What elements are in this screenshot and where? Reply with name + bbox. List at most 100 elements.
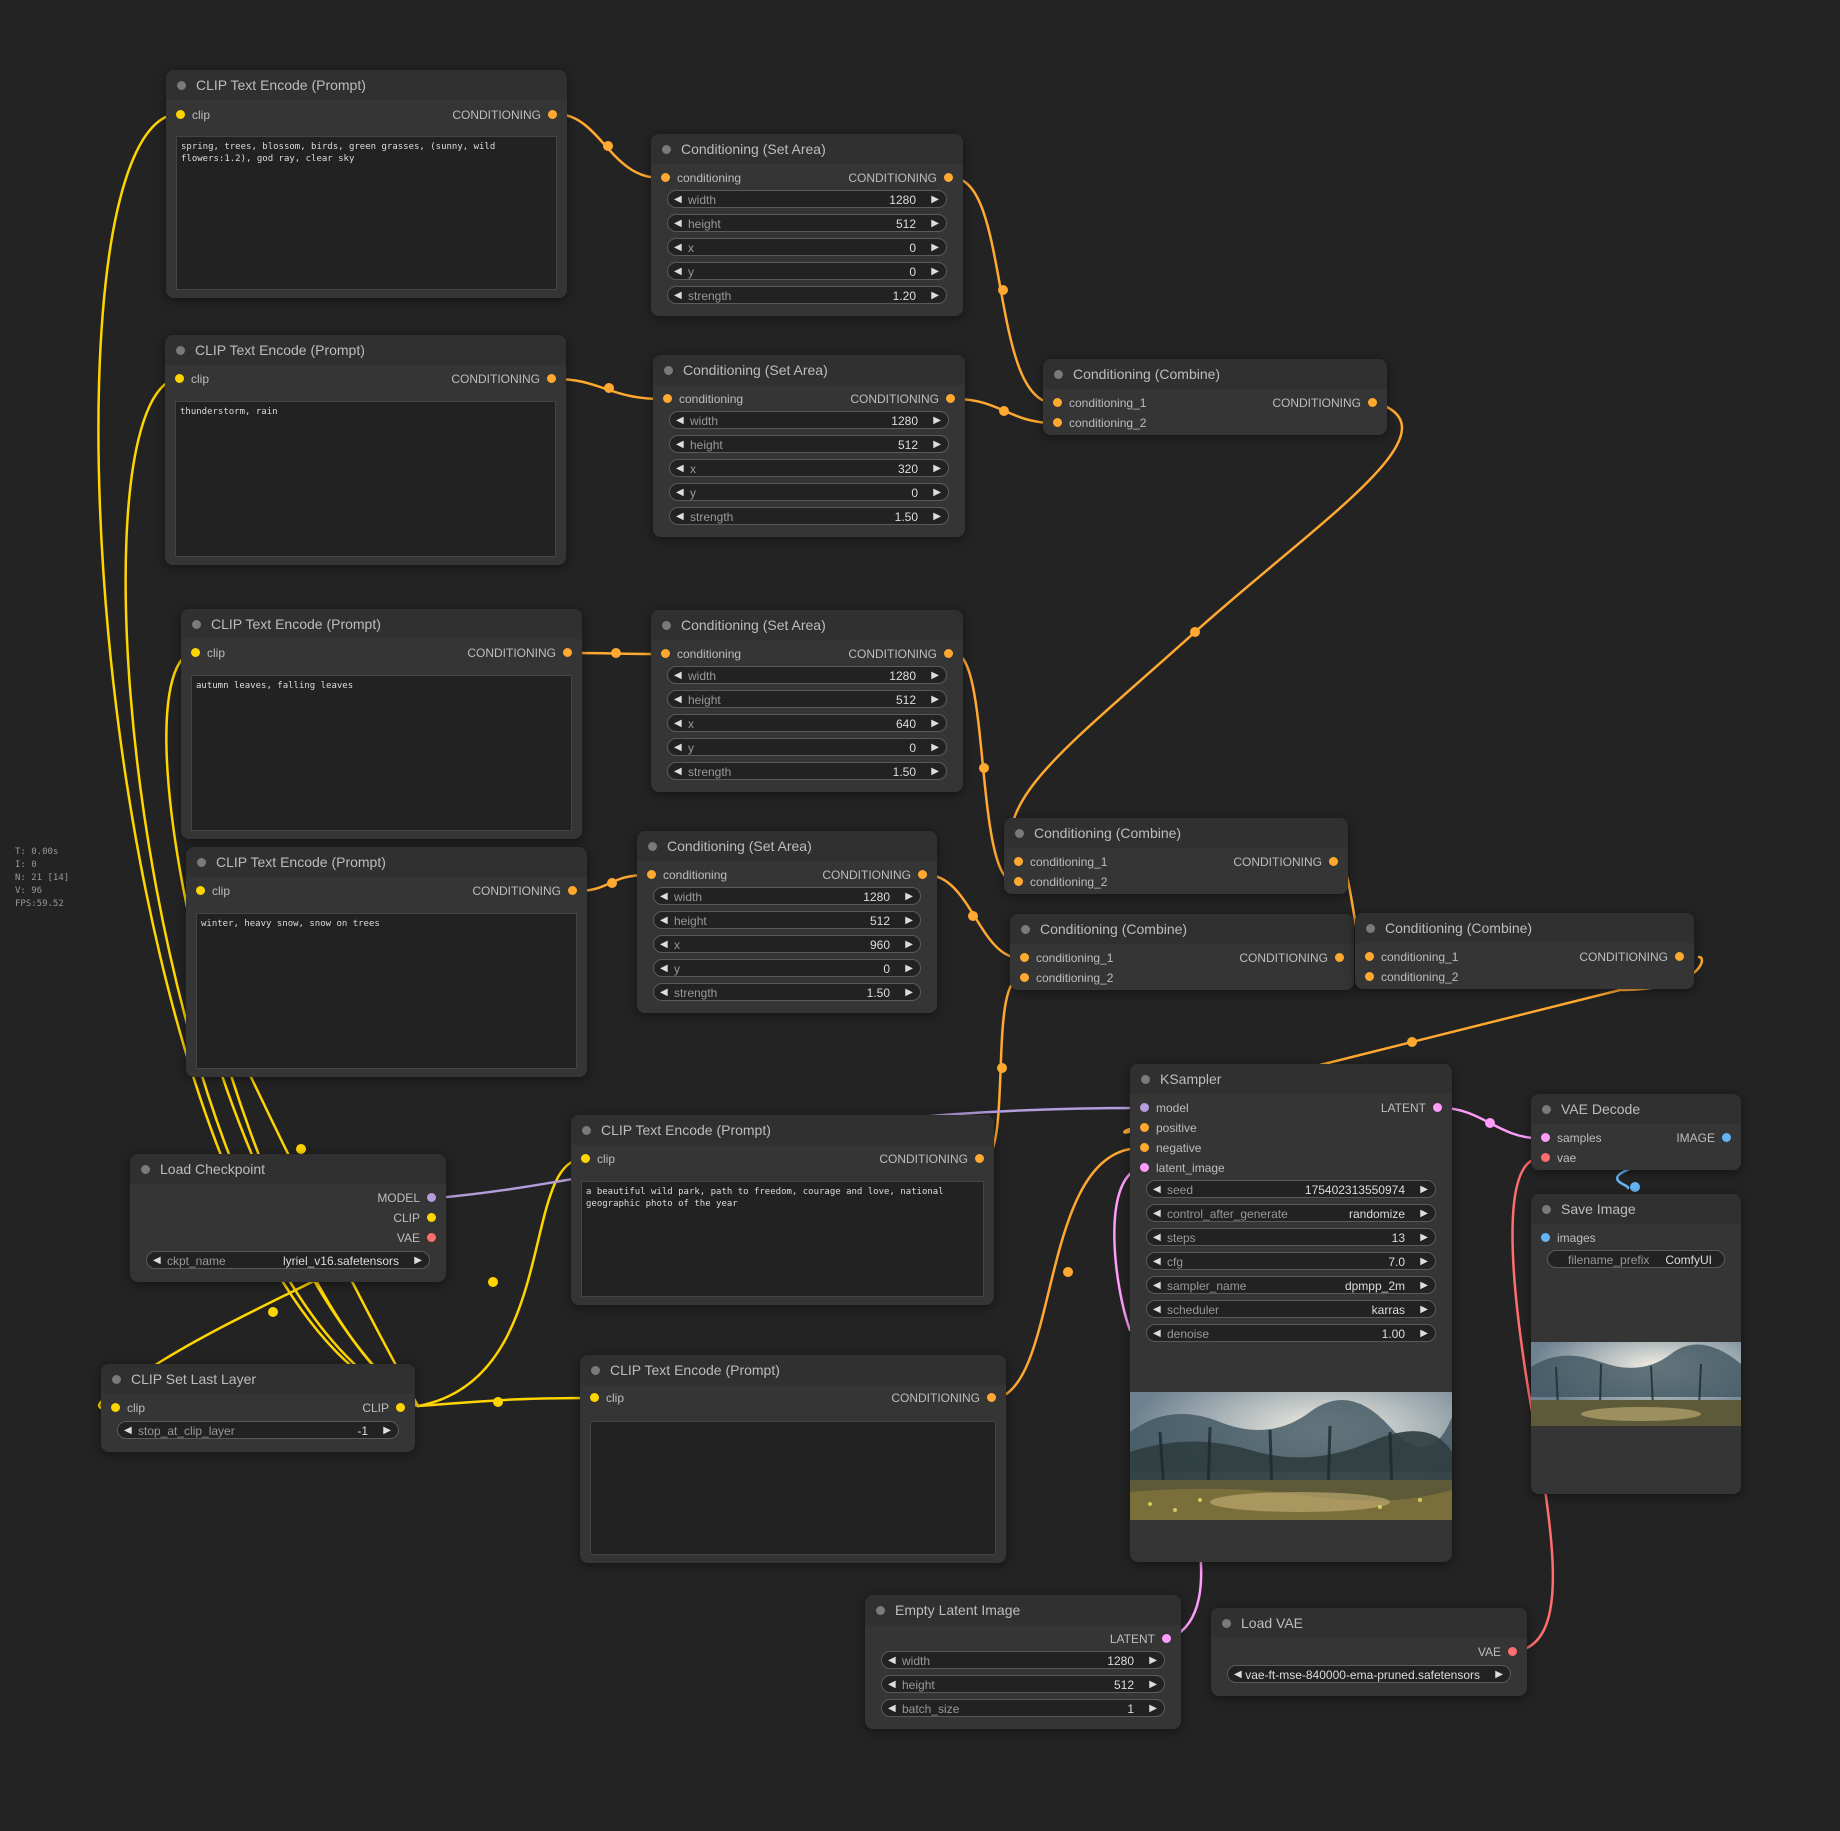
increment-arrow-icon[interactable]: ▶ bbox=[1420, 1256, 1428, 1267]
collapse-dot-icon[interactable] bbox=[662, 145, 671, 154]
node-title[interactable]: Conditioning (Combine) bbox=[1010, 914, 1354, 944]
wire-midpoint[interactable] bbox=[998, 285, 1008, 295]
slot-dot-icon[interactable] bbox=[548, 110, 557, 119]
wire-midpoint[interactable] bbox=[1190, 627, 1200, 637]
conditioning-set-area-node[interactable]: Conditioning (Set Area) conditioning CON… bbox=[651, 134, 963, 316]
node-title[interactable]: Conditioning (Set Area) bbox=[653, 355, 965, 385]
increment-arrow-icon[interactable]: ▶ bbox=[933, 415, 941, 426]
decrement-arrow-icon[interactable]: ◀ bbox=[676, 439, 684, 450]
input-slot-conditioning-1[interactable]: conditioning_1 bbox=[1020, 949, 1113, 967]
wire-midpoint[interactable] bbox=[493, 1397, 503, 1407]
input-slot-conditioning-2[interactable]: conditioning_2 bbox=[1053, 414, 1146, 432]
slot-dot-icon[interactable] bbox=[175, 374, 184, 383]
slot-dot-icon[interactable] bbox=[1508, 1647, 1517, 1656]
slot-dot-icon[interactable] bbox=[1053, 398, 1062, 407]
vae-name-combo[interactable]: ◀vae-ft-mse-840000-ema-pruned.safetensor… bbox=[1227, 1665, 1511, 1683]
clip-text-encode-node[interactable]: CLIP Text Encode (Prompt) clip CONDITION… bbox=[166, 70, 567, 298]
node-title[interactable]: CLIP Text Encode (Prompt) bbox=[580, 1355, 1006, 1385]
output-slot-clip[interactable]: CLIP bbox=[393, 1209, 436, 1227]
node-title[interactable]: CLIP Text Encode (Prompt) bbox=[166, 70, 567, 100]
increment-arrow-icon[interactable]: ▶ bbox=[1149, 1703, 1157, 1714]
input-slot-conditioning[interactable]: conditioning bbox=[661, 645, 741, 663]
collapse-dot-icon[interactable] bbox=[876, 1606, 885, 1615]
wire-midpoint[interactable] bbox=[999, 406, 1009, 416]
conditioning-combine-node[interactable]: Conditioning (Combine) conditioning_1 co… bbox=[1004, 818, 1348, 894]
clip-text-encode-node[interactable]: CLIP Text Encode (Prompt) clip CONDITION… bbox=[571, 1115, 994, 1305]
slot-dot-icon[interactable] bbox=[975, 1154, 984, 1163]
slot-dot-icon[interactable] bbox=[661, 173, 670, 182]
node-title[interactable]: Conditioning (Set Area) bbox=[651, 610, 963, 640]
output-slot-latent[interactable]: LATENT bbox=[1381, 1099, 1442, 1117]
decrement-arrow-icon[interactable]: ◀ bbox=[1234, 1669, 1242, 1680]
slot-dot-icon[interactable] bbox=[1140, 1123, 1149, 1132]
input-slot-model[interactable]: model bbox=[1140, 1099, 1189, 1117]
decrement-arrow-icon[interactable]: ◀ bbox=[676, 487, 684, 498]
increment-arrow-icon[interactable]: ▶ bbox=[1420, 1280, 1428, 1291]
wire-midpoint[interactable] bbox=[607, 878, 617, 888]
output-slot-clip[interactable]: CLIP bbox=[362, 1399, 405, 1417]
clip-set-last-layer-node[interactable]: CLIP Set Last Layer clip CLIP ◀stop_at_c… bbox=[101, 1364, 415, 1452]
collapse-dot-icon[interactable] bbox=[662, 621, 671, 630]
input-slot-clip[interactable]: clip bbox=[176, 106, 210, 124]
node-title[interactable]: KSampler bbox=[1130, 1064, 1452, 1094]
slot-dot-icon[interactable] bbox=[1140, 1163, 1149, 1172]
increment-arrow-icon[interactable]: ▶ bbox=[933, 463, 941, 474]
increment-arrow-icon[interactable]: ▶ bbox=[905, 987, 913, 998]
input-slot-samples[interactable]: samples bbox=[1541, 1129, 1602, 1147]
collapse-dot-icon[interactable] bbox=[177, 81, 186, 90]
output-slot-image[interactable]: IMAGE bbox=[1676, 1129, 1731, 1147]
node-title[interactable]: CLIP Set Last Layer bbox=[101, 1364, 415, 1394]
slot-dot-icon[interactable] bbox=[1541, 1233, 1550, 1242]
collapse-dot-icon[interactable] bbox=[192, 620, 201, 629]
output-slot-latent[interactable]: LATENT bbox=[1110, 1630, 1171, 1648]
slot-dot-icon[interactable] bbox=[944, 649, 953, 658]
output-slot-conditioning[interactable]: CONDITIONING bbox=[472, 882, 577, 900]
slot-dot-icon[interactable] bbox=[563, 648, 572, 657]
collapse-dot-icon[interactable] bbox=[1366, 924, 1375, 933]
load-checkpoint-node[interactable]: Load Checkpoint MODEL CLIP VAE ◀ckpt_nam… bbox=[130, 1154, 446, 1282]
output-slot-conditioning[interactable]: CONDITIONING bbox=[1272, 394, 1377, 412]
node-title[interactable]: Empty Latent Image bbox=[865, 1595, 1181, 1625]
slot-dot-icon[interactable] bbox=[1329, 857, 1338, 866]
collapse-dot-icon[interactable] bbox=[112, 1375, 121, 1384]
slot-dot-icon[interactable] bbox=[111, 1403, 120, 1412]
decrement-arrow-icon[interactable]: ◀ bbox=[674, 766, 682, 777]
collapse-dot-icon[interactable] bbox=[197, 858, 206, 867]
output-slot-conditioning[interactable]: CONDITIONING bbox=[1239, 949, 1344, 967]
collapse-dot-icon[interactable] bbox=[648, 842, 657, 851]
decrement-arrow-icon[interactable]: ◀ bbox=[674, 194, 682, 205]
slot-dot-icon[interactable] bbox=[987, 1393, 996, 1402]
increment-arrow-icon[interactable]: ▶ bbox=[931, 242, 939, 253]
input-slot-negative[interactable]: negative bbox=[1140, 1139, 1201, 1157]
output-slot-conditioning[interactable]: CONDITIONING bbox=[451, 370, 556, 388]
input-slot-positive[interactable]: positive bbox=[1140, 1119, 1197, 1137]
prompt-textarea[interactable]: a beautiful wild park, path to freedom, … bbox=[581, 1181, 984, 1297]
decrement-arrow-icon[interactable]: ◀ bbox=[1153, 1304, 1161, 1315]
prompt-textarea[interactable] bbox=[590, 1421, 996, 1555]
slot-dot-icon[interactable] bbox=[1433, 1103, 1442, 1112]
node-title[interactable]: Conditioning (Combine) bbox=[1043, 359, 1387, 389]
output-slot-model[interactable]: MODEL bbox=[377, 1189, 436, 1207]
decrement-arrow-icon[interactable]: ◀ bbox=[888, 1679, 896, 1690]
input-slot-clip[interactable]: clip bbox=[581, 1150, 615, 1168]
decrement-arrow-icon[interactable]: ◀ bbox=[660, 891, 668, 902]
node-title[interactable]: CLIP Text Encode (Prompt) bbox=[165, 335, 566, 365]
slot-dot-icon[interactable] bbox=[1541, 1153, 1550, 1162]
increment-arrow-icon[interactable]: ▶ bbox=[905, 891, 913, 902]
input-slot-conditioning-1[interactable]: conditioning_1 bbox=[1014, 853, 1107, 871]
decrement-arrow-icon[interactable]: ◀ bbox=[124, 1425, 132, 1436]
decrement-arrow-icon[interactable]: ◀ bbox=[153, 1255, 161, 1266]
wire-midpoint[interactable] bbox=[604, 383, 614, 393]
